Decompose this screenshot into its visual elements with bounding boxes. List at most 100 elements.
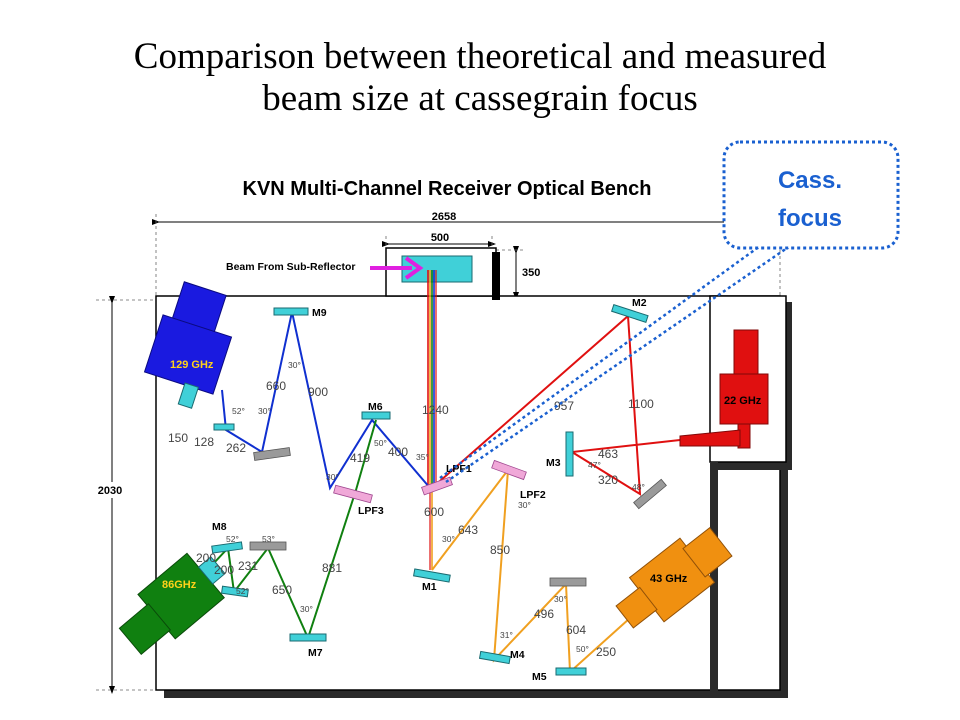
mirror-m1 — [412, 568, 451, 583]
angle-m4: 31° — [500, 630, 513, 640]
mirror-m8b — [221, 585, 249, 598]
angle-lpf3: 30° — [326, 472, 339, 482]
label-lpf1: LPF1 — [446, 463, 472, 475]
mirror-m5 — [555, 667, 587, 676]
dist-419: 419 — [350, 451, 370, 465]
dim-2658-label: 2658 — [432, 211, 456, 223]
receiver-129-label: 129 GHz — [170, 359, 214, 371]
mirror-m4 — [478, 650, 511, 665]
callout-line-1: Cass. — [778, 167, 842, 194]
cass-focus-callout: Cass. focus — [439, 140, 900, 484]
filter-lpf2 — [491, 459, 527, 481]
beam-22ghz-path — [431, 313, 681, 496]
dim-350-label: 350 — [522, 267, 540, 279]
flat-mirror-43 — [549, 577, 587, 587]
label-m1: M1 — [422, 581, 437, 593]
angle-lpf1: 35° — [416, 452, 429, 462]
mirror-129-feed — [213, 423, 235, 431]
flat-mirrors — [249, 447, 667, 587]
mirror-m2 — [611, 303, 649, 323]
dist-600: 600 — [424, 505, 444, 519]
angle-m5-50: 50° — [576, 644, 589, 654]
dim-2030-label: 2030 — [98, 485, 122, 497]
angle-129-30: 30° — [258, 406, 271, 416]
angle-m5-30: 30° — [554, 594, 567, 604]
beam-43ghz-path — [431, 466, 651, 675]
dist-900: 900 — [308, 385, 328, 399]
mirrors — [211, 303, 649, 676]
dist-200-a: 200 — [196, 551, 216, 565]
angle-m1: 30° — [442, 534, 455, 544]
label-m3: M3 — [546, 457, 561, 469]
dist-1100: 1100 — [628, 397, 654, 411]
main-beam — [427, 270, 437, 570]
diagram-title: KVN Multi-Channel Receiver Optical Bench — [243, 178, 652, 200]
label-m5: M5 — [532, 671, 547, 683]
angle-m6: 50° — [374, 438, 387, 448]
receiver-129ghz: 129 GHz — [143, 281, 233, 409]
optical-bench — [155, 247, 792, 698]
angle-m8-b: 52° — [236, 586, 249, 596]
dist-400: 400 — [388, 445, 408, 459]
dist-643: 643 — [458, 523, 478, 537]
dist-496: 496 — [534, 607, 554, 621]
angle-m3: 47° — [588, 460, 601, 470]
dist-881: 881 — [322, 561, 342, 575]
dist-604: 604 — [566, 623, 586, 637]
dist-200-b: 200 — [214, 563, 234, 577]
label-m7: M7 — [308, 647, 323, 659]
angle-m8-a: 52° — [226, 534, 239, 544]
slide-title: Comparison between theoretical and measu… — [0, 36, 960, 120]
callout-line-2: focus — [778, 205, 842, 232]
label-m4: M4 — [510, 649, 525, 661]
mirror-m8 — [211, 541, 243, 554]
slide-title-line-2: beam size at cassegrain focus — [262, 78, 698, 119]
slide-title-line-1: Comparison between theoretical and measu… — [133, 36, 827, 77]
beam-source-label: Beam From Sub-Reflector — [226, 261, 356, 273]
receiver-22ghz: 22 GHz — [679, 329, 769, 449]
angle-48: 48° — [632, 482, 645, 492]
angle-129-52: 52° — [232, 406, 245, 416]
flat-mirror-22 — [633, 478, 667, 510]
dist-150: 150 — [168, 431, 188, 445]
component-labels: M9 M6 M1 M2 M3 M4 M5 M7 M8 LPF1 LPF2 LPF… — [212, 297, 647, 683]
label-lpf3: LPF3 — [358, 505, 384, 517]
label-m6: M6 — [368, 401, 383, 413]
dist-320: 320 — [598, 473, 618, 487]
label-m8: M8 — [212, 521, 227, 533]
dist-850: 850 — [490, 543, 510, 557]
filter-lpf1 — [421, 476, 453, 496]
receiver-43-label: 43 GHz — [650, 573, 688, 585]
label-m2: M2 — [632, 297, 647, 309]
receiver-22-label: 22 GHz — [724, 395, 762, 407]
dist-231: 231 — [238, 559, 258, 573]
label-lpf2: LPF2 — [520, 489, 546, 501]
dist-250: 250 — [596, 645, 616, 659]
mirror-m9 — [273, 307, 309, 316]
dist-262: 262 — [226, 441, 246, 455]
dist-957: 957 — [554, 399, 574, 413]
angle-lpf2: 30° — [518, 500, 531, 510]
mirror-m7 — [289, 633, 327, 642]
mirror-m3 — [565, 431, 574, 477]
dist-650: 650 — [272, 583, 292, 597]
angle-53: 53° — [262, 534, 275, 544]
flat-mirror-86 — [249, 541, 287, 551]
dimension-350: 350 — [496, 246, 540, 300]
dist-660: 660 — [266, 379, 286, 393]
receiver-86-label: 86GHz — [162, 579, 197, 591]
sub-reflector-input: Beam From Sub-Reflector — [226, 255, 473, 283]
angle-labels: 30° 30° 52° 50° 30° 35° 30° 30° 31° 30° … — [226, 360, 645, 654]
filters — [333, 459, 527, 504]
dimension-2030: 2030 — [96, 296, 160, 694]
receiver-43ghz: 43 GHz — [615, 526, 733, 629]
receiver-86ghz: 86GHz — [118, 552, 226, 656]
filter-lpf3 — [333, 484, 373, 504]
angle-m9: 30° — [288, 360, 301, 370]
dist-463: 463 — [598, 447, 618, 461]
dist-1240: 1240 — [422, 403, 449, 417]
label-m9: M9 — [312, 307, 327, 319]
mirror-m6 — [361, 411, 391, 420]
flat-mirror-129 — [253, 447, 291, 461]
